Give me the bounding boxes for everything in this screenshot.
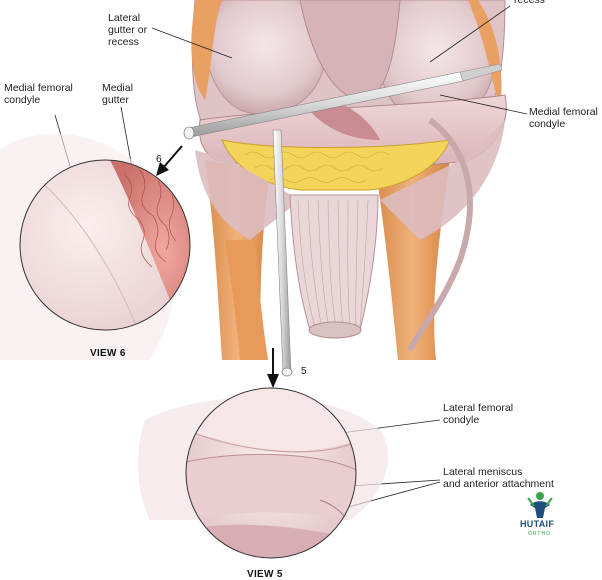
- leader-medial-condyle-right: [439, 94, 528, 115]
- label-lateral-femoral-condyle: Lateral femoral condyle: [443, 402, 514, 426]
- label-medial-femoral-condyle-right: Medial femoral condyle: [529, 106, 598, 130]
- logo-figure-head: [536, 492, 544, 500]
- label-lateral-gutter: Lateral gutter or recess: [108, 12, 148, 48]
- view-5-meniscus: [186, 454, 356, 520]
- leader-lateral-gutter: [151, 27, 233, 59]
- tendon-fibers: [297, 199, 369, 329]
- leader-recess: [429, 5, 511, 63]
- view-arrows: [156, 145, 279, 388]
- retracted-tissue-right: [407, 117, 473, 352]
- knee-illustration: [191, 0, 507, 360]
- arrow-6-shaft: [162, 145, 183, 169]
- arrow-5-head: [267, 374, 279, 388]
- hutaif-logo: [527, 492, 553, 518]
- view-5-condyle-edge: [186, 429, 356, 453]
- view-5-inset: [138, 387, 389, 559]
- capsule-right: [380, 120, 505, 240]
- arrow-6-head: [156, 162, 169, 176]
- logo-figure-arm-right: [545, 497, 553, 507]
- view-6-circle: [19, 159, 191, 331]
- rod-tip-right: [459, 63, 503, 82]
- logo-figure-arm-left: [527, 497, 535, 507]
- arthroscope-instruments: [183, 63, 503, 377]
- logo-sub: ORTHO: [528, 531, 551, 537]
- label-lateral-meniscus: Lateral meniscus and anterior attachment: [443, 466, 554, 490]
- view-6-folds: [124, 169, 177, 268]
- lateral-gutter-tissue: [191, 0, 222, 100]
- cruciate-ligaments: [305, 100, 380, 140]
- rod-end-cap: [183, 126, 195, 140]
- logo-name: HUTAIF: [520, 519, 555, 529]
- vertical-rod-cap: [281, 367, 293, 377]
- view-6-title: VIEW 6: [90, 348, 126, 359]
- view-5-circle: [185, 387, 357, 559]
- bone-shaft-left: [225, 240, 268, 360]
- view-6-inset: [0, 133, 191, 360]
- capsule-left: [195, 150, 300, 240]
- label-medial-gutter: Medial gutter: [102, 82, 133, 106]
- marker-6: 6: [156, 154, 162, 165]
- patella-bottom: [308, 321, 362, 339]
- view-5-meniscus-edge: [186, 453, 356, 471]
- label-medial-femoral-condyle-left: Medial femoral condyle: [4, 82, 73, 106]
- view-5-title: VIEW 5: [247, 569, 283, 580]
- label-recess: recess: [514, 0, 545, 6]
- marker-5: 5: [301, 366, 307, 377]
- view-5-condyle: [186, 388, 356, 451]
- logo-figure-body: [530, 501, 550, 518]
